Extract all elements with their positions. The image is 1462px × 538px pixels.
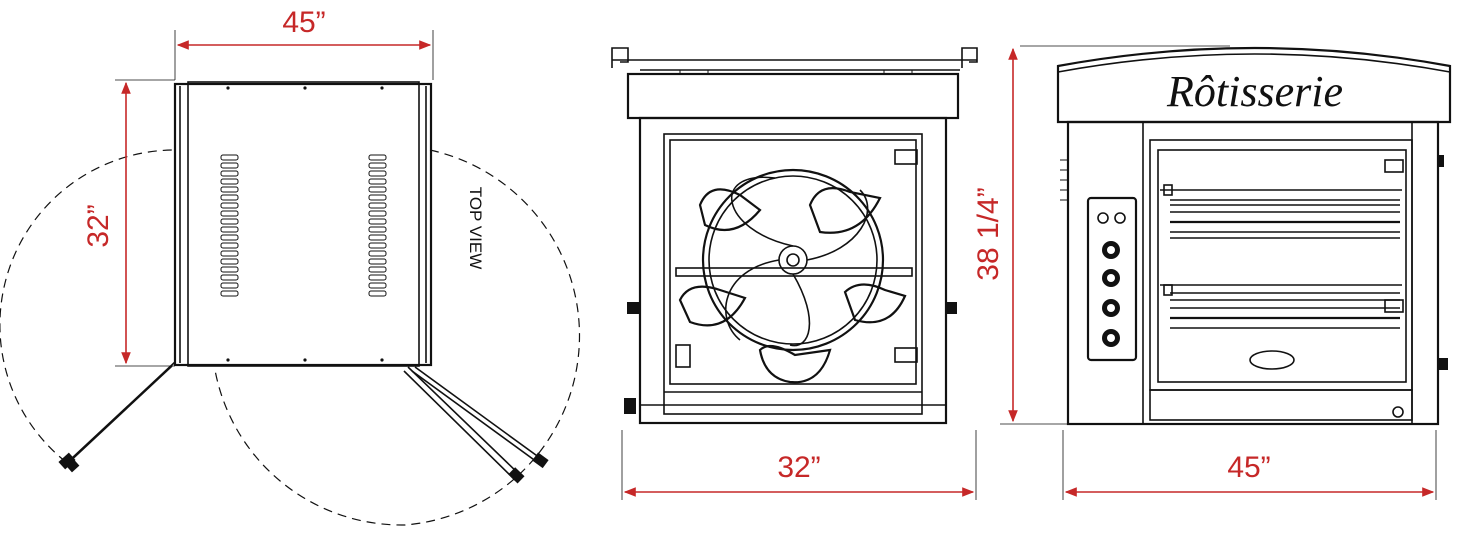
front-height-dimension-label: 38 1/4” bbox=[972, 187, 1005, 280]
open-door-left bbox=[58, 361, 176, 473]
side-top-housing bbox=[626, 72, 960, 120]
control-panel bbox=[1086, 196, 1138, 362]
side-vent-marks bbox=[1060, 159, 1068, 201]
front-view: Rôtisserie bbox=[972, 45, 1452, 500]
left-door-swing-arc bbox=[0, 149, 176, 463]
side-knobs bbox=[624, 302, 957, 414]
top-view-label: TOP VIEW bbox=[466, 187, 485, 270]
right-door-swing-arc bbox=[214, 149, 581, 526]
front-spit-clips bbox=[1163, 159, 1404, 313]
side-hinges bbox=[675, 149, 918, 368]
front-width-dimension-label: 45” bbox=[1227, 451, 1270, 484]
top-width-dimension-label: 45” bbox=[282, 6, 325, 39]
left-vent-slots bbox=[220, 154, 239, 297]
drip-tray bbox=[1149, 389, 1413, 421]
right-vent-slots bbox=[368, 154, 387, 297]
open-door-right bbox=[403, 366, 549, 484]
top-depth-dimension-label: 32” bbox=[82, 204, 115, 247]
top-view: 45” 32” TOP VIEW bbox=[0, 6, 581, 526]
right-lift-handle bbox=[961, 47, 978, 68]
front-spit-lower bbox=[1160, 284, 1402, 329]
control-knobs bbox=[1102, 241, 1120, 347]
indicator-light-right bbox=[1114, 212, 1126, 224]
front-body bbox=[1066, 120, 1440, 426]
front-canopy bbox=[1056, 46, 1452, 124]
front-badge bbox=[1249, 350, 1295, 370]
top-view-top-panel bbox=[187, 81, 420, 367]
side-view: 32” bbox=[611, 47, 978, 500]
left-lift-handle bbox=[611, 47, 629, 68]
top-view-body bbox=[173, 82, 433, 367]
brand-logo-text: Rôtisserie bbox=[1166, 67, 1343, 116]
top-view-screws bbox=[226, 86, 384, 362]
rotisserie-wheel bbox=[678, 168, 907, 384]
side-frame bbox=[638, 116, 948, 425]
side-width-dimension-label: 32” bbox=[777, 451, 820, 484]
front-spit-upper bbox=[1160, 189, 1402, 239]
front-glass-window bbox=[1157, 149, 1407, 383]
indicator-light-left bbox=[1097, 212, 1109, 224]
